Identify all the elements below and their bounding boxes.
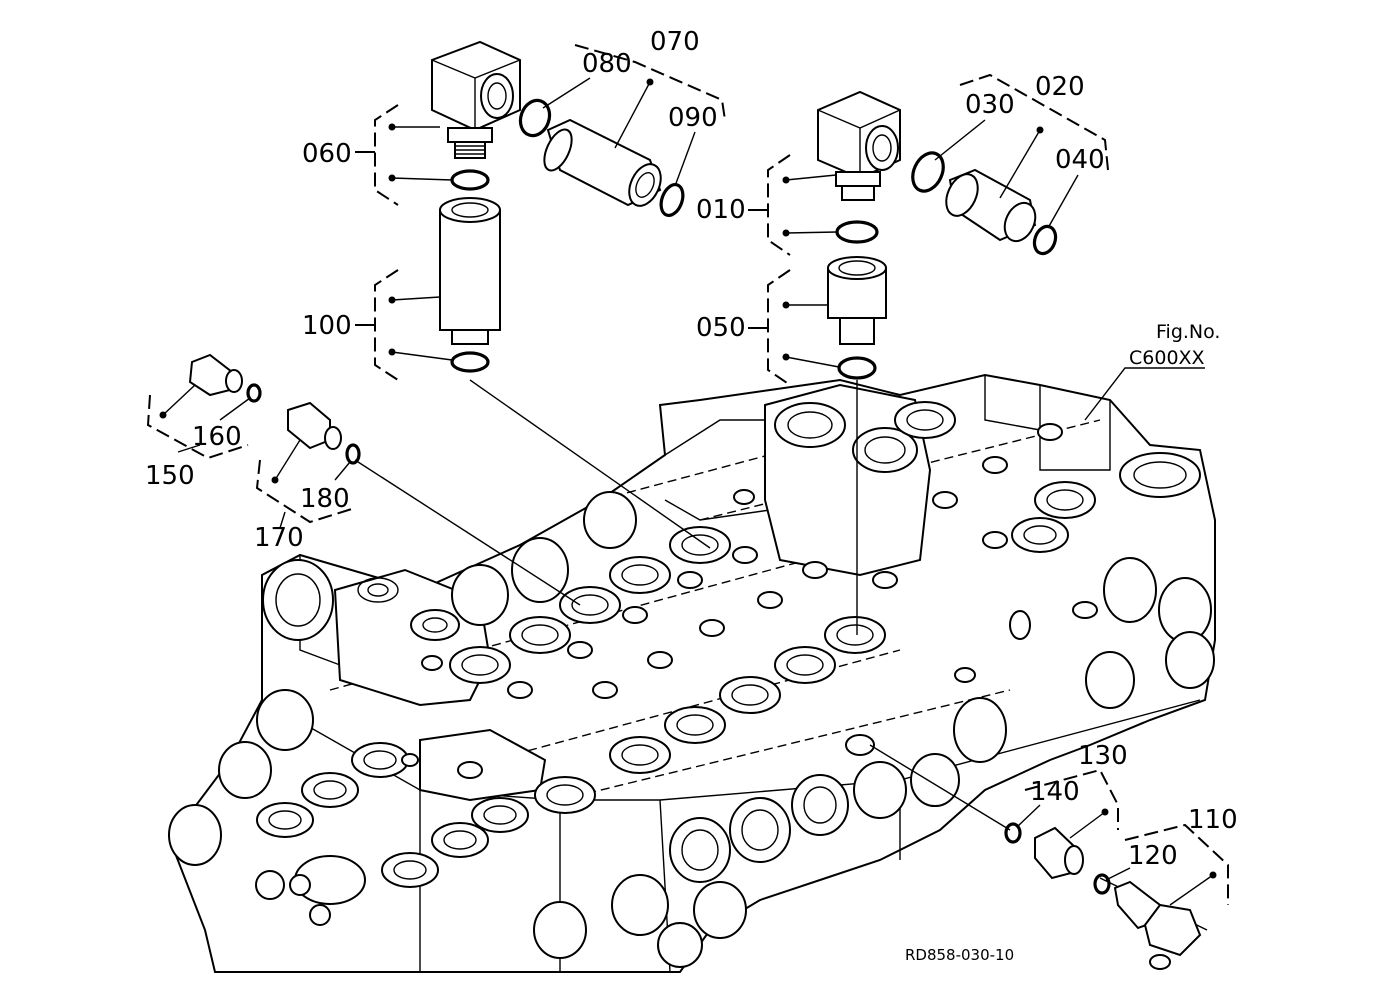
- callout-060: 060: [302, 139, 352, 169]
- callout-110: 110: [1188, 805, 1238, 835]
- part-060-o-ring[interactable]: [450, 169, 490, 191]
- part-150-elbow-sensor[interactable]: [188, 353, 243, 397]
- part-090-o-ring[interactable]: [657, 182, 687, 219]
- figure-number-label: Fig.No.: [1156, 321, 1220, 343]
- callout-050: 050: [696, 313, 746, 343]
- part-020-adapter[interactable]: [940, 168, 1041, 246]
- callout-180: 180: [300, 484, 350, 514]
- part-160-o-ring[interactable]: [246, 383, 262, 403]
- part-080-o-ring[interactable]: [516, 96, 555, 139]
- callout-020: 020: [1035, 72, 1085, 102]
- callout-030: 030: [965, 90, 1015, 120]
- callout-160: 160: [192, 422, 242, 452]
- body-bolts: [401, 423, 1098, 779]
- part-120-o-ring[interactable]: [1093, 873, 1111, 895]
- part-010-o-ring[interactable]: [835, 220, 879, 244]
- part-140-o-ring[interactable]: [1004, 822, 1022, 844]
- part-050-o-ring[interactable]: [837, 356, 877, 380]
- callout-070: 070: [650, 27, 700, 57]
- spool-caps: [168, 491, 1215, 968]
- part-030-o-ring[interactable]: [907, 148, 949, 196]
- callout-120: 120: [1128, 841, 1178, 871]
- callout-080: 080: [582, 49, 632, 79]
- callout-090: 090: [668, 103, 718, 133]
- part-170-plug[interactable]: [287, 401, 342, 450]
- part-070-adapter[interactable]: [539, 118, 667, 211]
- part-050-extension[interactable]: [827, 256, 887, 345]
- callout-170: 170: [254, 523, 304, 553]
- callout-labels: 060 100 080 070 090 010 050 030 020 040 …: [145, 27, 1238, 871]
- drawing-code: RD858-030-10: [905, 946, 1014, 964]
- part-060-elbow-fitting[interactable]: [431, 40, 521, 159]
- part-010-elbow-fitting[interactable]: [817, 90, 901, 201]
- callout-010: 010: [696, 195, 746, 225]
- part-040-o-ring[interactable]: [1031, 223, 1059, 256]
- valve-ports: [256, 401, 1201, 888]
- callout-130: 130: [1078, 741, 1128, 771]
- callout-150: 150: [145, 461, 195, 491]
- part-110-pressure-switch[interactable]: [1113, 880, 1202, 970]
- leader-lines: [159, 77, 1217, 906]
- figure-number-value: C600XX: [1129, 347, 1205, 369]
- part-100-extension[interactable]: [439, 197, 501, 345]
- callout-100: 100: [302, 311, 352, 341]
- callout-040: 040: [1055, 145, 1105, 175]
- part-130-adapter[interactable]: [1034, 826, 1084, 880]
- control-valve-body: [168, 373, 1216, 973]
- part-180-o-ring[interactable]: [345, 443, 361, 465]
- callout-140: 140: [1030, 777, 1080, 807]
- part-100-o-ring[interactable]: [450, 351, 490, 373]
